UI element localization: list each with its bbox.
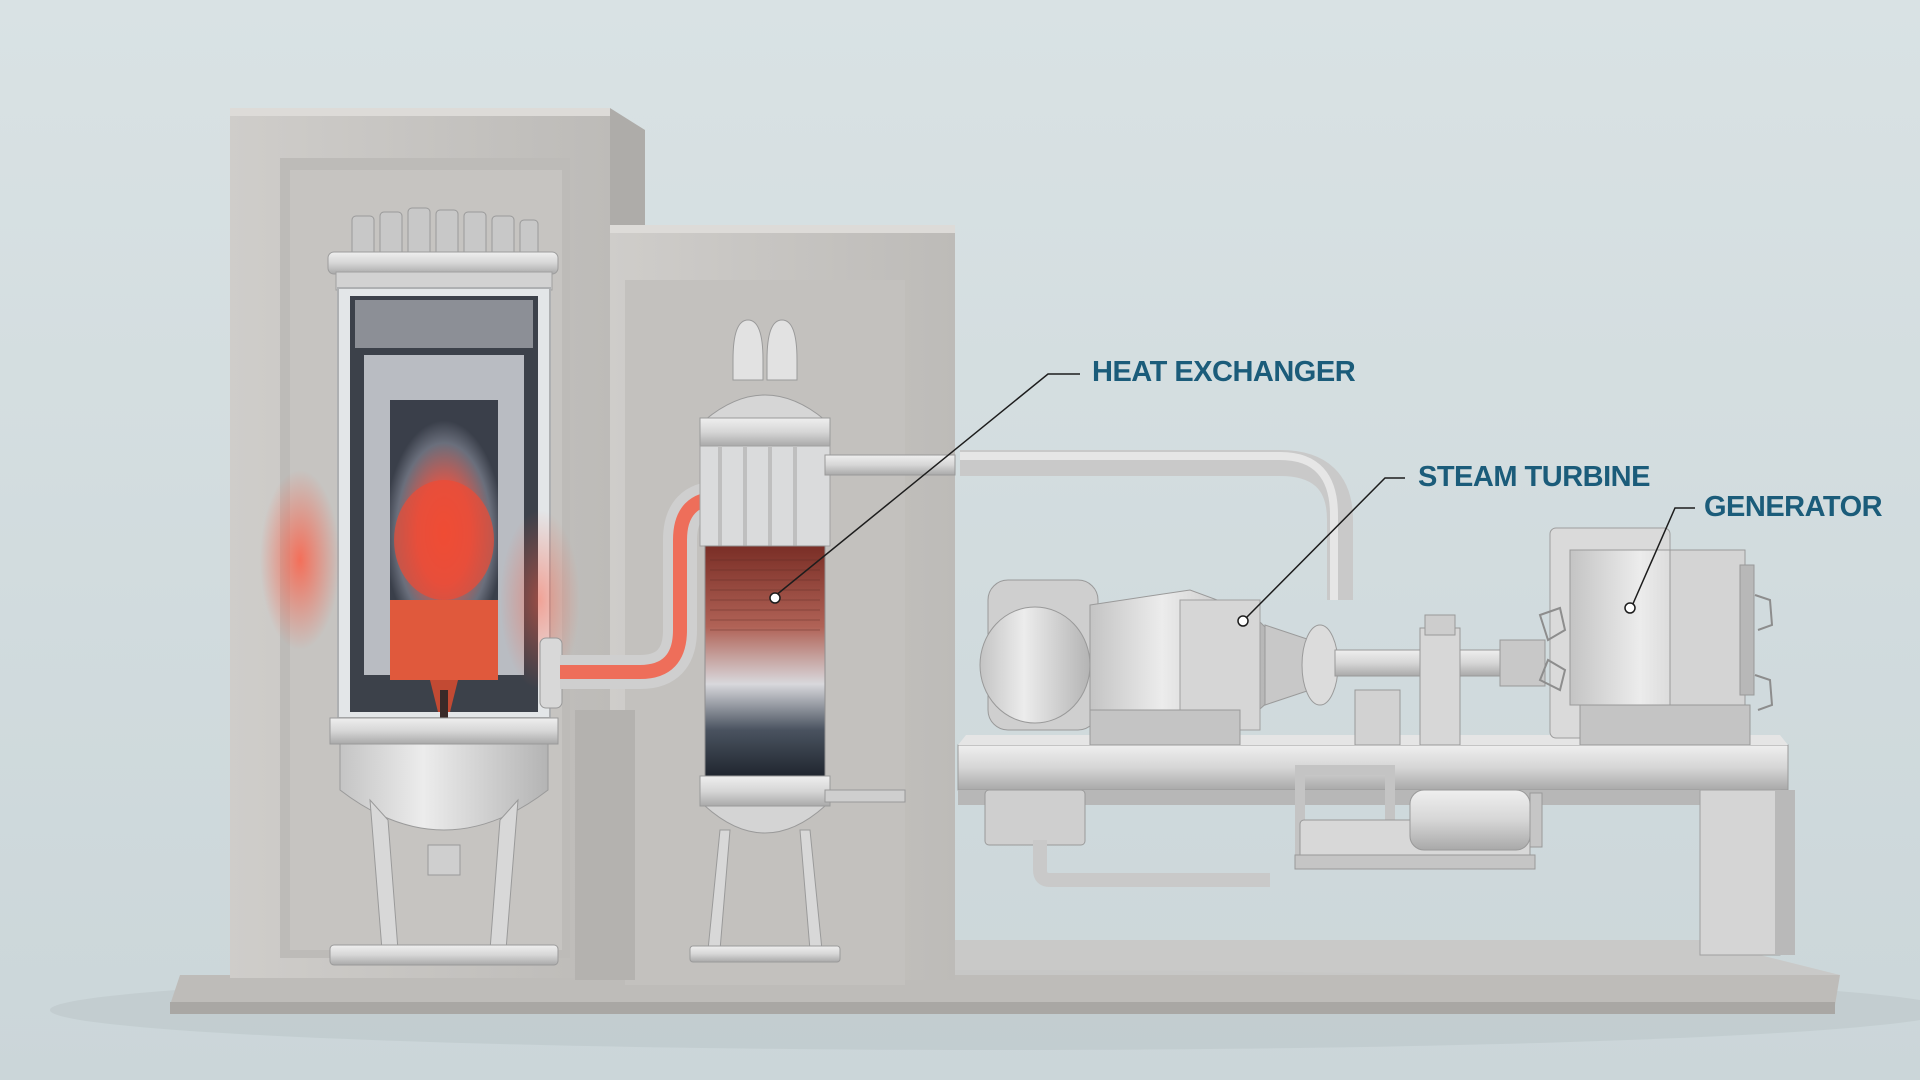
marker-dot-steam-turbine (1237, 615, 1249, 627)
reactor-vessel (260, 207, 580, 966)
leader-lines (774, 373, 1695, 620)
hot-duct (539, 481, 721, 709)
auxiliary-tank (1294, 765, 1543, 870)
leader-line-steam-turbine (1244, 477, 1405, 620)
marker-dot-generator (1624, 602, 1636, 614)
label-steam-turbine: STEAM TURBINE (1418, 461, 1650, 493)
steam-pipe (960, 450, 1353, 600)
heat-exchanger-vessel (689, 319, 956, 963)
marker-dot-heat-exchanger (769, 592, 781, 604)
generator (1538, 527, 1774, 746)
label-generator: GENERATOR (1704, 491, 1883, 523)
base-slab (170, 940, 1840, 1014)
label-heat-exchanger: HEAT EXCHANGER (1092, 356, 1356, 388)
leader-line-heat-exchanger (774, 373, 1080, 597)
steam-turbine (979, 579, 1546, 746)
leader-line-generator (1631, 507, 1695, 607)
